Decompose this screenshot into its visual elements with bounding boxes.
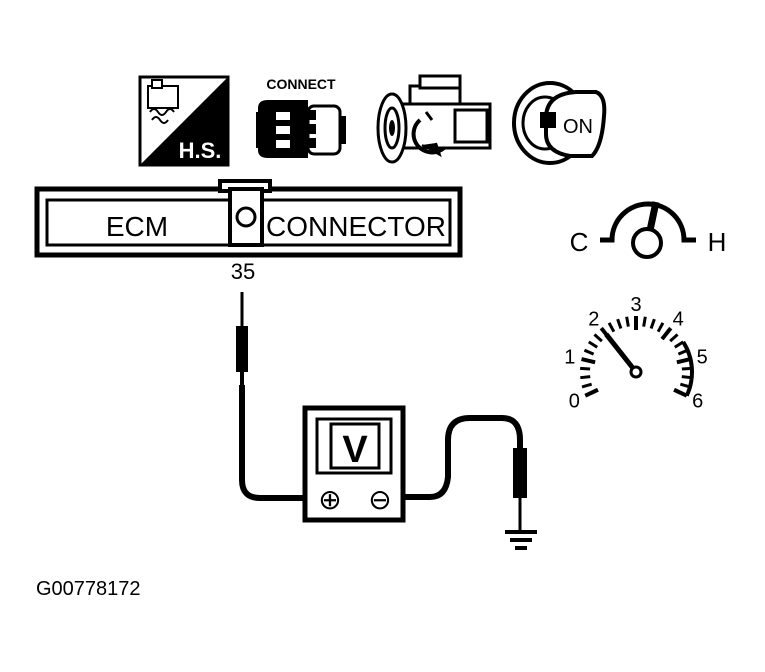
connector-terminal-pin	[235, 206, 257, 228]
tachometer-tick	[673, 340, 685, 349]
positive-lead-wire	[239, 385, 318, 501]
negative-lead-wire	[392, 415, 523, 500]
tachometer-tick	[607, 322, 616, 333]
ignition-on-label: ON	[563, 116, 593, 138]
tachometer-tick	[583, 348, 595, 356]
tachometer-tick	[660, 326, 673, 341]
tachometer-tick	[676, 357, 691, 365]
tachometer-tick	[616, 318, 623, 330]
tachometer-redline-band	[681, 340, 694, 397]
ecm-connector: ECM CONNECTOR 35	[34, 179, 463, 284]
tachometer-needle-pivot	[629, 365, 643, 379]
tachometer-tick-marks	[580, 316, 692, 398]
temperature-cold-label: C	[570, 227, 589, 257]
tachometer-tick	[581, 357, 596, 365]
tachometer-scale-label: 0	[569, 391, 580, 413]
engine-running-icon	[376, 74, 492, 164]
connect-label: CONNECT	[266, 76, 336, 92]
tachometer-tick	[649, 318, 656, 330]
tachometer-redline-arc	[681, 340, 694, 397]
temperature-gauge: C H	[570, 201, 727, 259]
tachometer-tick	[656, 322, 665, 333]
voltmeter-display-label: V	[342, 429, 368, 471]
connector-ecm-label: ECM	[106, 211, 168, 242]
figure-id-label: G00778172	[36, 578, 141, 600]
connector-name-label: CONNECTOR	[266, 211, 446, 242]
tachometer-tick	[580, 375, 591, 380]
tachometer-scale-label: 6	[692, 391, 703, 413]
hot-start-label: H.S.	[179, 138, 222, 163]
tachometer-tick	[587, 340, 599, 349]
hot-start-icon: H.S.	[138, 75, 230, 167]
tachometer-scale-label: 5	[697, 346, 708, 368]
tachometer: 0 12 3 45 6	[564, 294, 707, 413]
tachometer-scale-label: 1	[564, 346, 575, 368]
temperature-gauge-pivot	[631, 227, 663, 259]
tachometer-needle	[604, 332, 638, 374]
tachometer-tick	[673, 387, 688, 398]
positive-probe	[236, 292, 248, 385]
tachometer-tick	[581, 382, 593, 389]
tachometer-scale-labels: 0 12 3 45 6	[564, 294, 707, 413]
connector-connect-icon: CONNECT	[256, 76, 346, 158]
voltmeter-positive-terminal: ⊕	[318, 484, 341, 515]
tachometer-tick	[580, 366, 591, 371]
terminal-number-label: 35	[231, 259, 255, 284]
tachometer-scale-label: 3	[630, 294, 641, 316]
voltmeter: V ⊕ ⊖	[302, 405, 406, 523]
tachometer-tick	[669, 333, 679, 343]
tachometer-tick	[584, 387, 599, 398]
negative-probe	[513, 448, 527, 530]
ignition-key-on-icon: ON	[512, 81, 607, 165]
tachometer-tick	[593, 333, 603, 343]
voltmeter-negative-terminal: ⊖	[368, 484, 391, 515]
tachometer-tick	[642, 316, 647, 327]
temperature-hot-label: H	[708, 227, 727, 257]
tachometer-scale-label: 2	[588, 309, 599, 331]
tachometer-scale-label: 4	[673, 309, 684, 331]
tachometer-tick	[625, 316, 630, 327]
ground-icon	[505, 530, 537, 550]
